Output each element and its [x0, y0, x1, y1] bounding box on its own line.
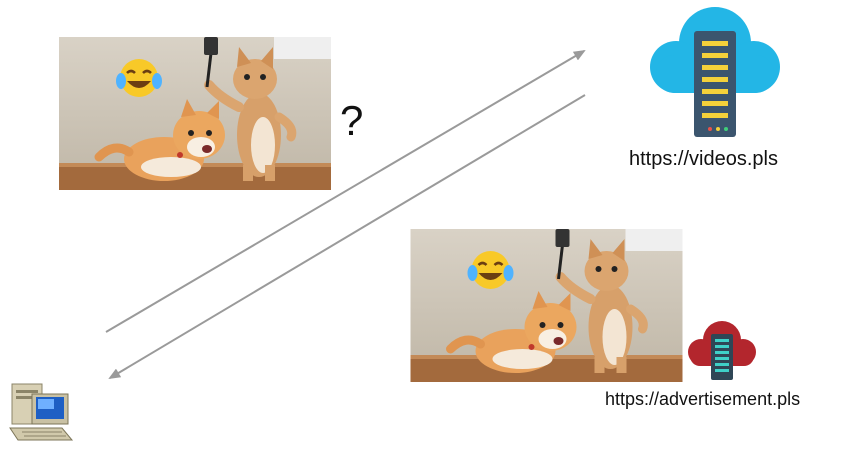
question-mark: ?: [340, 97, 364, 144]
response-arrow: [108, 94, 586, 380]
ad-cloud-server-icon: [686, 318, 758, 382]
cloud-server-icon: [646, 3, 784, 141]
request-arrow: [105, 49, 586, 333]
tears-of-joy-emoji: [467, 251, 514, 289]
cat-photo-ad: [410, 229, 683, 382]
desktop-computer-icon: [6, 382, 76, 444]
cat-photo-ad-image: [410, 229, 683, 382]
server-url-label: https://videos.pls: [629, 148, 778, 170]
tears-of-joy-emoji: [116, 59, 162, 97]
cat-photo-main: [59, 37, 331, 190]
cat-photo-main-image: [59, 37, 331, 190]
ad-server-url-label: https://advertisement.pls: [605, 389, 801, 409]
